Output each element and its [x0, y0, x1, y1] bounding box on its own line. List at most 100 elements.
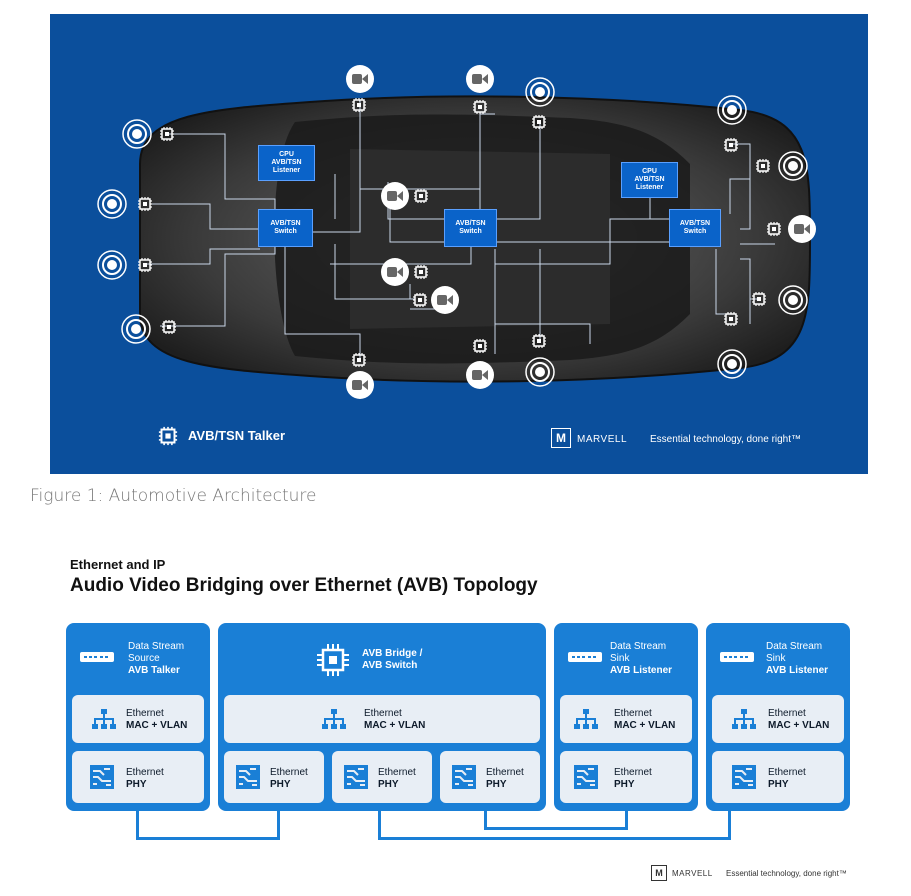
bridge-column: AVB Bridge / AVB Switch Ethernet MAC + V… — [218, 623, 546, 811]
phy-circuit-icon — [452, 765, 476, 789]
speaker-icon — [97, 189, 127, 219]
phy-cell: Ethernet PHY — [440, 751, 540, 803]
mac-cell: Ethernet MAC + VLAN — [224, 695, 540, 743]
switch-chip-icon — [317, 644, 349, 676]
listener-header: Data Stream Sink AVB Listener — [610, 641, 672, 677]
cell-line: Ethernet — [364, 708, 402, 719]
header-line: Source — [128, 653, 160, 664]
legend-label: AVB/TSN Talker — [188, 428, 286, 443]
phy-cell: Ethernet PHY — [224, 751, 324, 803]
link-talker-bridge — [136, 806, 280, 840]
phy-label: Ethernet PHY — [486, 767, 524, 791]
talker-node — [137, 196, 153, 212]
bridge-header: AVB Bridge / AVB Switch — [362, 648, 422, 672]
speaker-icon — [717, 95, 747, 125]
camera-icon — [788, 215, 816, 243]
cell-line-bold: MAC + VLAN — [364, 720, 426, 731]
header-role: AVB Talker — [128, 665, 180, 676]
phy-circuit-icon — [236, 765, 260, 789]
talker-node — [723, 137, 739, 153]
cell-line-bold: PHY — [486, 779, 507, 790]
cell-line-bold: PHY — [378, 779, 399, 790]
talker-node — [472, 338, 488, 354]
camera-icon — [431, 286, 459, 314]
box-line: Switch — [683, 228, 707, 235]
talker-header: Data Stream Source AVB Talker — [128, 641, 184, 677]
talker-node — [161, 319, 177, 335]
cell-line: Ethernet — [378, 767, 416, 778]
header-line: Data Stream — [128, 641, 185, 652]
cell-line-bold: MAC + VLAN — [126, 720, 188, 731]
talker-node — [472, 99, 488, 115]
diagram-title: Audio Video Bridging over Ethernet (AVB)… — [70, 575, 538, 596]
header-line: Sink — [610, 653, 630, 664]
header-line: Data Stream — [610, 641, 667, 652]
phy-cell: Ethernet PHY — [560, 751, 692, 803]
header-line: Sink — [766, 653, 786, 664]
mac-cell: Ethernet MAC + VLAN — [72, 695, 204, 743]
camera-icon — [466, 361, 494, 389]
brand-tagline: Essential technology, done right™ — [726, 869, 847, 878]
box-line: AVB/TSN — [634, 176, 665, 183]
box-line: Switch — [459, 228, 482, 235]
mac-cell: Ethernet MAC + VLAN — [560, 695, 692, 743]
cell-line-bold: PHY — [270, 779, 291, 790]
talker-node — [159, 126, 175, 142]
camera-icon — [346, 371, 374, 399]
cell-line: Ethernet — [768, 767, 806, 778]
cell-line-bold: PHY — [614, 779, 635, 790]
cpu-listener-left: CPU AVB/TSN Listener — [258, 145, 315, 181]
talker-node — [723, 311, 739, 327]
speaker-icon — [122, 119, 152, 149]
automotive-architecture-figure: CPU AVB/TSN Listener AVB/TSN Switch AVB/… — [50, 14, 868, 474]
phy-circuit-icon — [732, 765, 756, 789]
speaker-icon — [121, 314, 151, 344]
cell-line: Ethernet — [270, 767, 308, 778]
phy-cell: Ethernet PHY — [712, 751, 844, 803]
stream-sink-icon — [720, 652, 754, 662]
camera-icon — [381, 258, 409, 286]
marvell-logo-icon: M — [651, 865, 667, 881]
speaker-icon — [525, 77, 555, 107]
box-line: CPU — [642, 168, 657, 175]
cell-line: Ethernet — [126, 767, 164, 778]
box-line: AVB/TSN — [270, 220, 301, 227]
speaker-icon — [778, 151, 808, 181]
network-tree-icon — [92, 709, 116, 729]
header-line: Data Stream — [766, 641, 823, 652]
mac-label: Ethernet MAC + VLAN — [364, 708, 425, 732]
phy-label: Ethernet PHY — [126, 767, 164, 791]
stream-sink-icon — [568, 652, 602, 662]
network-tree-icon — [732, 709, 756, 729]
speaker-icon — [97, 250, 127, 280]
figure-caption: Figure 1: Automotive Architecture — [30, 486, 317, 506]
listener-column-2: Data Stream Sink AVB Listener Ethernet M… — [706, 623, 850, 811]
phy-label: Ethernet PHY — [270, 767, 308, 791]
brand-name: MARVELL — [577, 434, 628, 445]
speaker-icon — [525, 357, 555, 387]
mac-label: Ethernet MAC + VLAN — [614, 708, 675, 732]
brand-tagline: Essential technology, done right™ — [650, 434, 802, 445]
legend-talker-icon — [157, 425, 179, 447]
switch-center: AVB/TSN Switch — [444, 209, 497, 247]
camera-icon — [346, 65, 374, 93]
phy-cell: Ethernet PHY — [72, 751, 204, 803]
brand-name: MARVELL — [672, 869, 713, 878]
network-tree-icon — [574, 709, 598, 729]
listener-column-1: Data Stream Sink AVB Listener Ethernet M… — [554, 623, 698, 811]
cpu-listener-right: CPU AVB/TSN Listener — [621, 162, 678, 198]
header-role: AVB Listener — [766, 665, 829, 676]
talker-node — [766, 221, 782, 237]
cell-line: Ethernet — [768, 708, 806, 719]
talker-node — [413, 188, 429, 204]
talker-node — [412, 292, 428, 308]
phy-label: Ethernet PHY — [614, 767, 652, 791]
box-line: AVB/TSN — [455, 220, 486, 227]
header-line: AVB Switch — [362, 660, 418, 671]
talker-node — [137, 257, 153, 273]
cell-line-bold: MAC + VLAN — [768, 720, 830, 731]
link-bridge-sink2 — [378, 806, 731, 840]
camera-icon — [381, 182, 409, 210]
phy-circuit-icon — [344, 765, 368, 789]
talker-node — [351, 97, 367, 113]
